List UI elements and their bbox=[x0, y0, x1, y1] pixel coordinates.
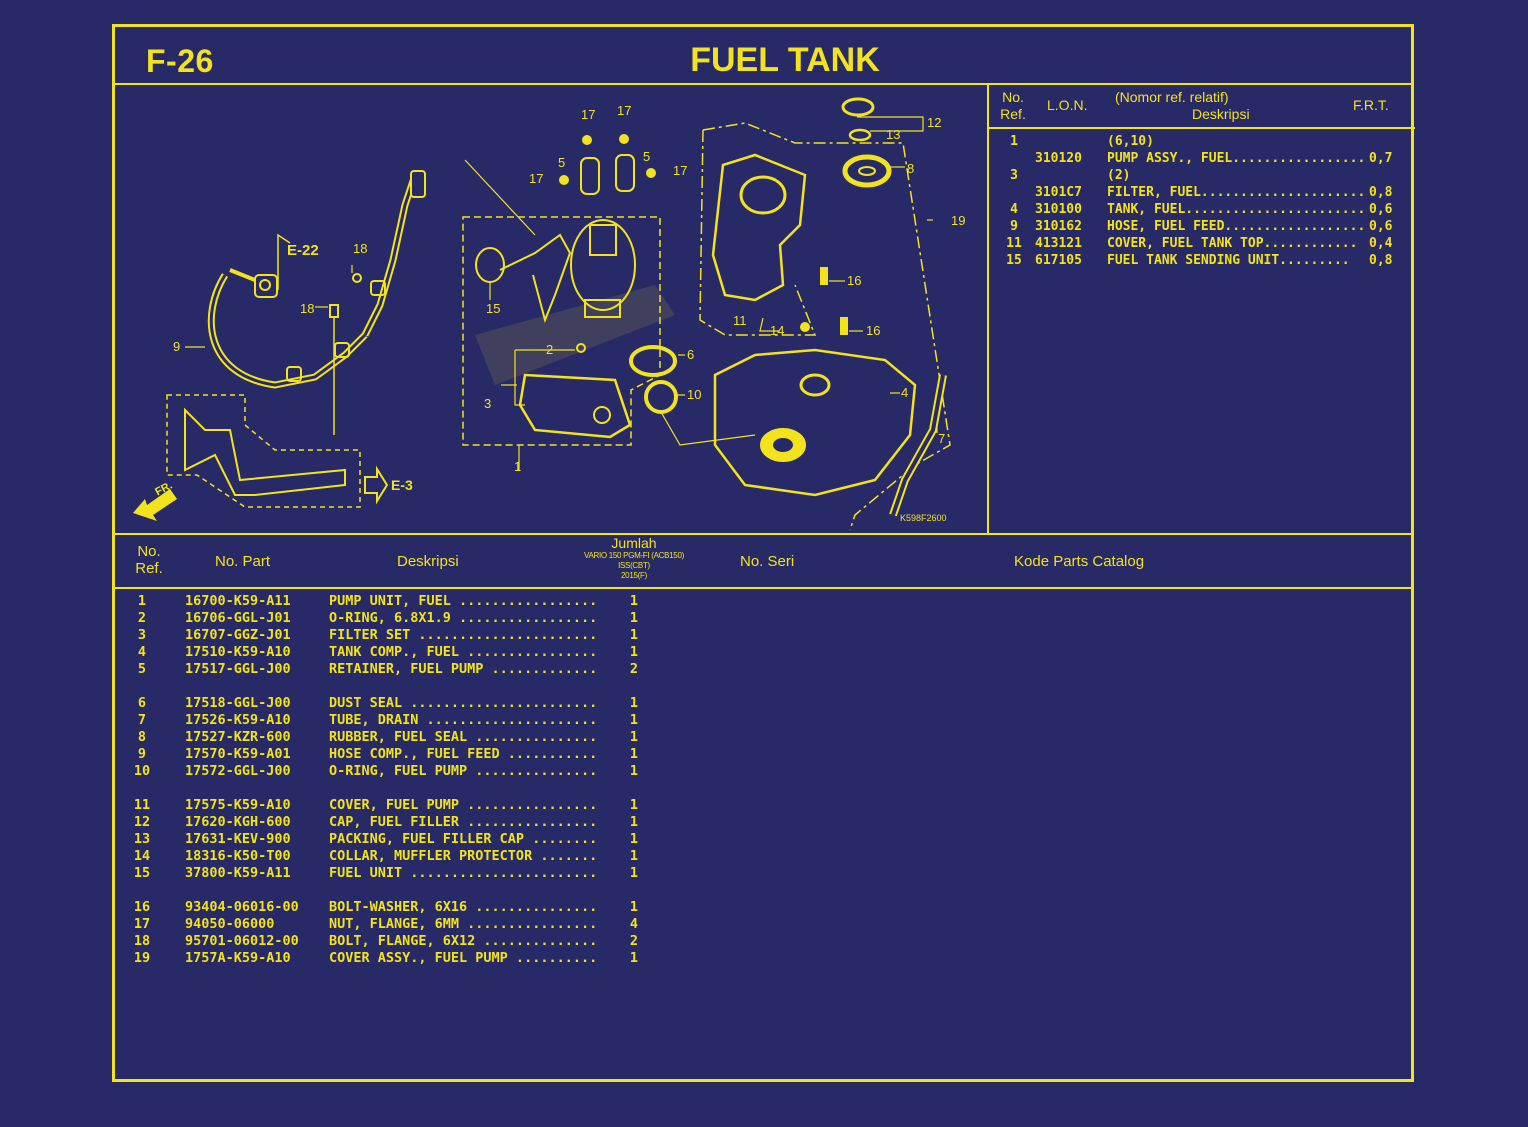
callout-16a: 16 bbox=[847, 273, 862, 288]
parts-header-qty: Jumlah VARIO 150 PGM-FI (ACB150) ISS(CBT… bbox=[584, 535, 684, 580]
ref-e3-label: E-3 bbox=[391, 477, 413, 493]
group-gap bbox=[115, 882, 675, 899]
frt-row: 3(2) bbox=[1010, 168, 1131, 183]
callout-18a: 18 bbox=[353, 241, 368, 256]
frt-header-lon: L.O.N. bbox=[1047, 97, 1088, 113]
callout-10: 10 bbox=[687, 387, 702, 402]
divider bbox=[115, 587, 1411, 589]
callout-14: 14 bbox=[770, 323, 785, 338]
frt-header-desc: Deskripsi bbox=[1192, 106, 1250, 122]
frt-table: No. Ref. L.O.N. (Nomor ref. relatif) Des… bbox=[987, 85, 1415, 531]
page-code: F-26 bbox=[146, 43, 214, 79]
callout-16b: 16 bbox=[866, 323, 881, 338]
frt-header-desc-note: (Nomor ref. relatif) bbox=[1115, 89, 1229, 105]
callout-9: 9 bbox=[173, 339, 181, 354]
callout-17a: 17 bbox=[581, 107, 596, 122]
callout-13: 13 bbox=[886, 127, 901, 142]
page-title: FUEL TANK bbox=[690, 41, 880, 79]
parts-header-serial: No. Seri bbox=[740, 553, 795, 570]
callout-3: 3 bbox=[484, 396, 492, 411]
frt-header-frt: F.R.T. bbox=[1353, 97, 1389, 113]
callout-5a: 5 bbox=[558, 155, 566, 170]
catalog-page-frame: F-26 FUEL TANK bbox=[112, 24, 1415, 1082]
parts-header-desc: Deskripsi bbox=[397, 553, 459, 570]
callout-11: 11 bbox=[733, 313, 747, 328]
ref-e22-label: E-22 bbox=[287, 242, 319, 259]
callout-8: 8 bbox=[907, 161, 915, 176]
callout-18b: 18 bbox=[300, 301, 315, 316]
callout-6: 6 bbox=[687, 347, 695, 362]
exploded-diagram: E-22 E-3 FR. K598F2600 1 2 3 4 5 5 6 7 8… bbox=[115, 85, 987, 531]
frt-header-no-ref: No. Ref. bbox=[1000, 89, 1026, 122]
divider bbox=[987, 85, 989, 533]
frt-row: 1(6,10) bbox=[1010, 134, 1154, 149]
callout-15: 15 bbox=[486, 301, 501, 316]
divider bbox=[115, 83, 1411, 85]
parts-header-no-ref: No. Ref. bbox=[135, 543, 163, 577]
callout-17b: 17 bbox=[617, 103, 632, 118]
callout-4: 4 bbox=[901, 385, 909, 400]
callout-12: 12 bbox=[927, 115, 942, 130]
parts-header-part-no: No. Part bbox=[215, 553, 271, 570]
callout-7: 7 bbox=[938, 431, 946, 446]
group-gap bbox=[115, 678, 675, 695]
callout-17c: 17 bbox=[529, 171, 544, 186]
diagram-code: K598F2600 bbox=[900, 513, 947, 523]
parts-header-catalog: Kode Parts Catalog bbox=[1014, 553, 1145, 570]
divider bbox=[115, 533, 1411, 535]
fuel-tank-diagram-icon bbox=[133, 97, 951, 531]
callout-17d: 17 bbox=[673, 163, 688, 178]
divider bbox=[987, 127, 1415, 129]
callout-19: 19 bbox=[951, 213, 966, 228]
group-gap bbox=[115, 780, 675, 797]
callout-1: 1 bbox=[514, 459, 522, 474]
callout-5b: 5 bbox=[643, 149, 651, 164]
callout-2: 2 bbox=[546, 342, 554, 357]
